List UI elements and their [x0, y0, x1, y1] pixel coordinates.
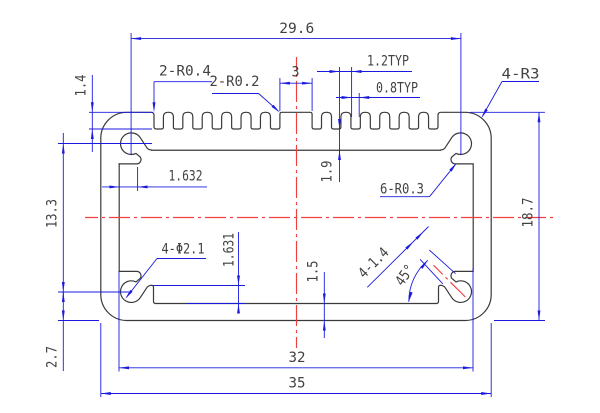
- leader-4-r3-arrowhead: [481, 108, 488, 118]
- dim-1-632-label: 1.632: [169, 169, 203, 185]
- dim-1-9-label: 1.9: [319, 161, 335, 183]
- dim-1-2typ-label: 1.2TYP: [367, 54, 409, 70]
- dim-3-label: 3: [292, 64, 300, 80]
- dim-1-4-left-arrowhead: [90, 129, 94, 139]
- leader-6-r0-3-label: 6-R0.3: [380, 182, 424, 198]
- dim-1-2typ-arrowhead: [351, 70, 362, 73]
- outer-profile: [100, 111, 492, 322]
- dim-18-7: 18.7: [470, 111, 545, 321]
- leader-2-r0-2-label: 2-R0.2: [210, 74, 260, 90]
- floor-rib-right: [435, 284, 442, 305]
- dim-29-6-arrowhead: [450, 37, 461, 41]
- leader-2-r0-4-arrowhead: [152, 102, 156, 113]
- dim-2-7: 2.7: [45, 292, 99, 371]
- dim-32: 32: [118, 268, 474, 372]
- dim-35: 35: [100, 323, 492, 398]
- dim-3: 3: [279, 64, 313, 111]
- dim-32-label: 32: [289, 350, 306, 366]
- dim-0-8typ-arrowhead: [341, 96, 352, 99]
- dim-1-631-label: 1.631: [222, 233, 238, 267]
- dim-18-7-label: 18.7: [521, 198, 537, 228]
- dim-1-631-arrowhead: [237, 275, 240, 286]
- dim-1-5-label: 1.5: [306, 261, 322, 283]
- leader-6-r0-3: 6-R0.3: [380, 162, 457, 198]
- dim-3-arrowhead: [279, 81, 290, 85]
- dim-1-5: 1.5: [306, 261, 326, 338]
- screw-boss-top-left: [118, 132, 153, 165]
- dim-1-632: 1.632: [102, 167, 207, 191]
- dim-1-9-arrowhead: [338, 119, 341, 129]
- dim-3-arrowhead: [302, 81, 313, 85]
- dim-2-7-arrowhead: [61, 292, 65, 302]
- dim-2-7-arrowhead: [61, 310, 65, 321]
- screw-boss-top-right: [439, 132, 474, 165]
- dim-1-632-arrowhead: [109, 185, 120, 189]
- dim-1-9: 1.9: [319, 117, 341, 183]
- dim-32-arrowhead: [119, 366, 129, 370]
- dim-29-6: 29.6: [130, 21, 462, 155]
- dim-1-2typ-arrowhead: [329, 70, 340, 73]
- dim-2-7-label: 2.7: [45, 346, 61, 368]
- dim-32-arrowhead: [463, 366, 473, 370]
- dim-1-4-left-label: 1.4: [74, 74, 90, 96]
- dim-1-5-arrowhead: [322, 293, 326, 304]
- dim-45deg-arrowhead: [408, 291, 413, 302]
- dim-4-1-4-label: 4-1.4: [356, 245, 393, 282]
- dim-0-8typ: 0.8TYP: [336, 81, 420, 117]
- dim-1-9-arrowhead: [338, 150, 341, 160]
- floor-rib-left: [150, 284, 157, 305]
- dim-0-8typ-label: 0.8TYP: [376, 81, 418, 97]
- centerlines: [85, 57, 556, 348]
- leader-4-dia-2-1-line: [126, 258, 158, 298]
- dim-35-label: 35: [289, 376, 306, 392]
- leader-4-dia-2-1-label: 4-Φ2.1: [162, 242, 205, 258]
- dim-45deg-arrowhead: [420, 260, 428, 269]
- dim-13-3-arrowhead: [61, 282, 65, 292]
- dim-29-6-label: 29.6: [279, 21, 314, 37]
- dim-13-3-label: 13.3: [45, 199, 61, 228]
- screw-boss-bottom-left: [118, 270, 153, 304]
- dim-1-2typ: 1.2TYP: [317, 54, 412, 117]
- dim-1-631-arrowhead: [237, 303, 240, 314]
- dim-1-631: 1.631: [153, 232, 245, 314]
- dim-1-5-arrowhead: [322, 320, 326, 331]
- dim-13-3: 13.3: [45, 133, 152, 302]
- dim-18-7-arrowhead: [537, 112, 541, 123]
- dim-1-632-arrowhead: [137, 185, 148, 189]
- dim-45deg: 45°: [393, 259, 429, 302]
- dim-4-1-4-arrowhead: [415, 231, 424, 240]
- dim-0-8typ-arrowhead: [359, 96, 370, 99]
- leader-4-r3: 4-R3: [481, 67, 540, 118]
- leader-2-r0-4-label: 2-R0.4: [159, 64, 211, 80]
- dim-13-3-arrowhead: [61, 143, 65, 154]
- leader-4-dia-2-1: 4-Φ2.1: [125, 242, 206, 299]
- leader-2-r0-2: 2-R0.2: [210, 74, 280, 113]
- dim-35-arrowhead: [481, 392, 492, 395]
- screw-boss-bottom-right: [439, 270, 474, 304]
- leader-4-dia-2-1-arrowhead: [125, 289, 133, 299]
- leader-2-r0-2-arrowhead: [271, 104, 280, 113]
- dim-29-6-arrowhead: [131, 37, 142, 41]
- dim-18-7-arrowhead: [537, 310, 541, 321]
- dim-45deg-label: 45°: [393, 262, 419, 289]
- dim-1-4-left: 1.4: [74, 74, 153, 152]
- leader-4-r3-label: 4-R3: [502, 67, 540, 83]
- dim-1-4-left-arrowhead: [90, 102, 94, 113]
- leader-2-r0-4: 2-R0.4: [152, 64, 212, 113]
- dim-35-arrowhead: [100, 392, 111, 395]
- diagonal-centerline: [433, 264, 467, 299]
- dim-4-1-4-line: [428, 249, 456, 275]
- leader-6-r0-3-arrowhead: [449, 162, 457, 172]
- dim-4-1-4-arrowhead: [405, 241, 414, 250]
